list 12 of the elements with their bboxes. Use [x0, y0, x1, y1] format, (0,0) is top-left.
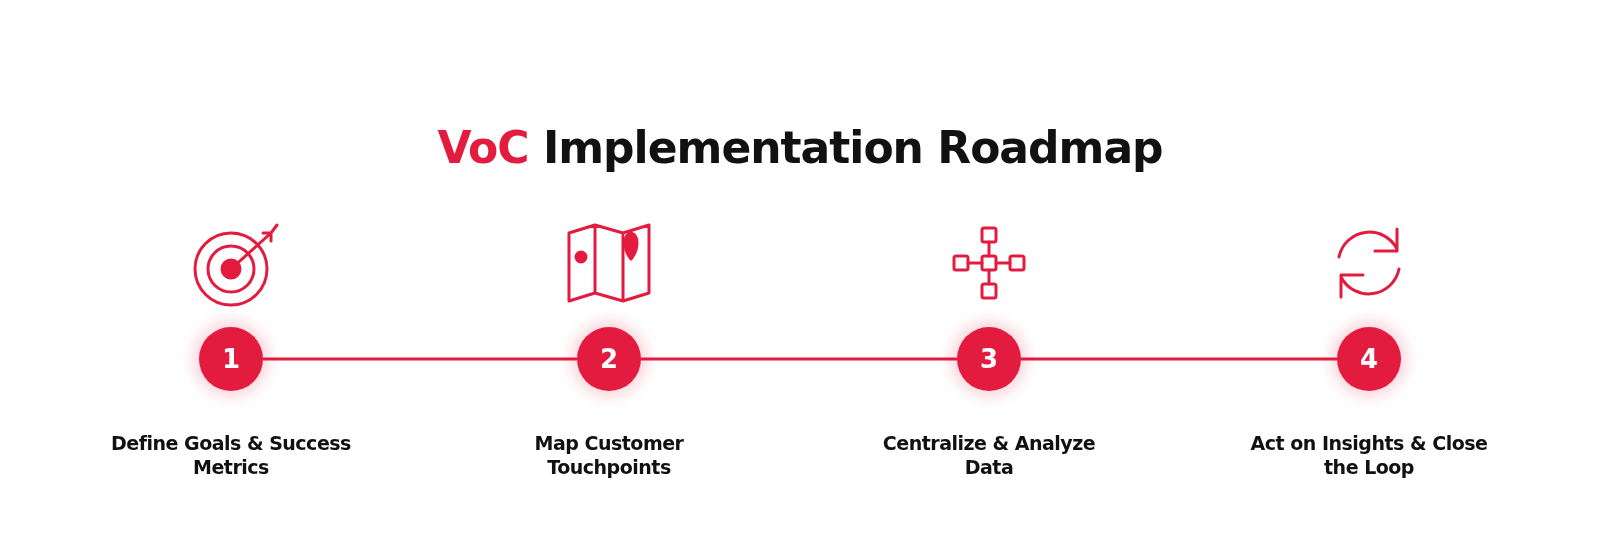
connector-line — [1021, 357, 1337, 361]
step-number-circle: 2 — [577, 327, 641, 391]
step-number-circle: 4 — [1337, 327, 1401, 391]
connector-line — [263, 357, 577, 361]
step-number-circle: 3 — [957, 327, 1021, 391]
step-label: Act on Insights & Close the Loop — [1249, 432, 1489, 480]
connector-line — [641, 357, 957, 361]
step-number-circle: 1 — [199, 327, 263, 391]
step-label: Map Customer Touchpoints — [533, 432, 685, 480]
step-label: Centralize & Analyze Data — [881, 432, 1097, 480]
step-label: Define Goals & Success Metrics — [111, 432, 351, 480]
title: VoC Implementation Roadmap — [436, 122, 1164, 173]
